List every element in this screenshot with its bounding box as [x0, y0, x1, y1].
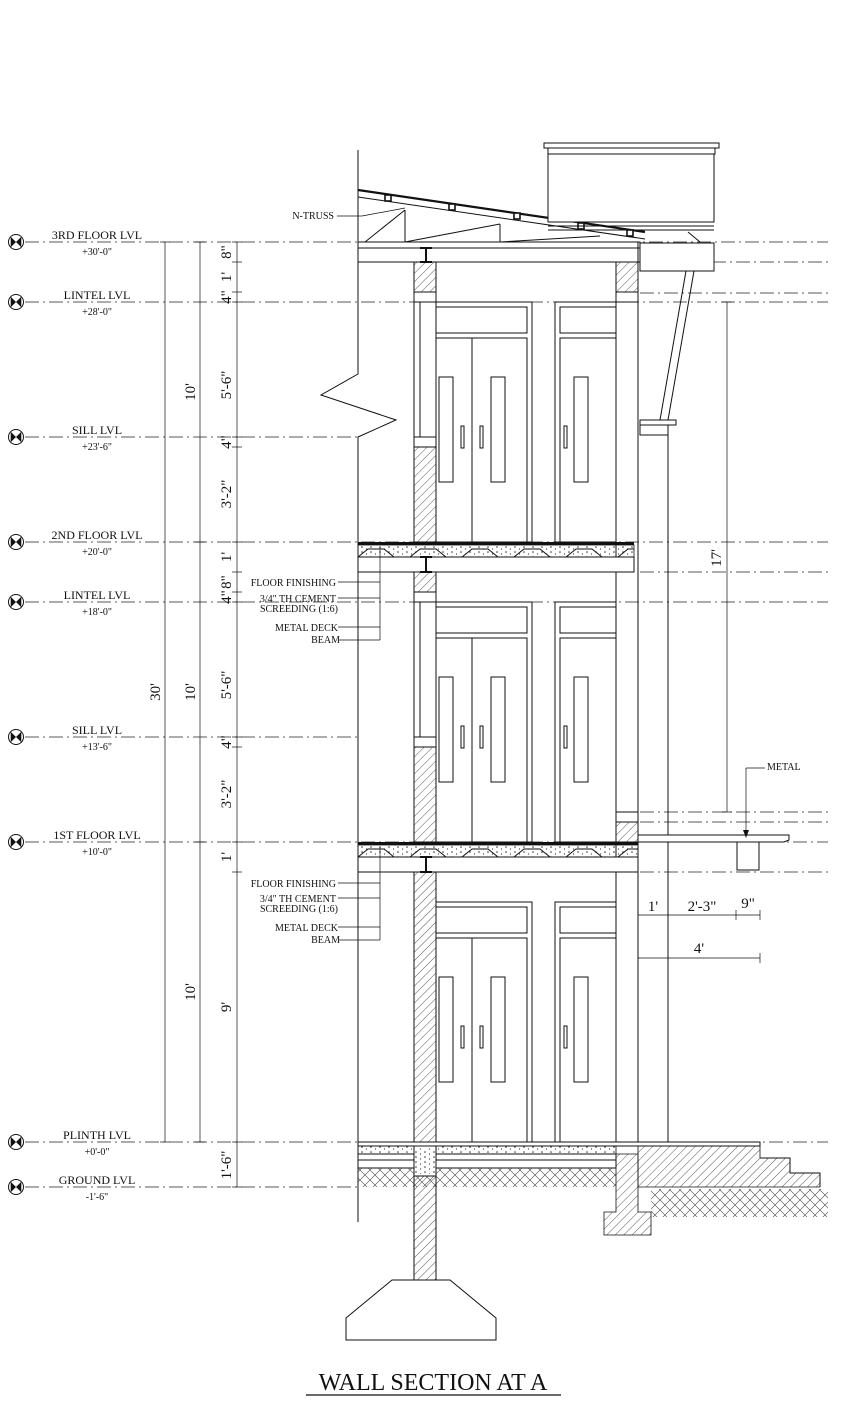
slab-annotations-upper: FLOOR FINISHING 3/4" TH CEMENT SCREEDING… [251, 547, 381, 646]
level-lines [25, 241, 828, 1188]
level-elevation: +28'-0" [82, 307, 112, 318]
level-elevation: +10'-0" [82, 847, 112, 858]
level-name: 3RD FLOOR LVL [52, 228, 142, 242]
roof-parapet [543, 142, 720, 436]
level-marker-ground: GROUND LVL -1'-6" [8, 1173, 136, 1203]
dim-floor-height-3: 10' [183, 383, 199, 401]
level-marker-sill-lower: SILL LVL +13'-6" [8, 723, 122, 753]
metal-label: METAL [767, 762, 801, 773]
level-marker-2nd-floor: 2ND FLOOR LVL +20'-0" [8, 528, 143, 558]
level-name: LINTEL LVL [64, 588, 131, 602]
dim-upper-5: 3'-2" [219, 480, 235, 509]
dim-upper-0: 8" [219, 245, 235, 259]
level-name: PLINTH LVL [63, 1128, 131, 1142]
layer-label: 3/4" TH CEMENT [260, 894, 336, 905]
dim-canopy-2: 9" [741, 896, 755, 912]
layer-label: METAL DECK [275, 623, 339, 634]
slab-2nd-floor [357, 542, 635, 573]
level-elevation: +0'-0" [85, 1147, 110, 1158]
layer-label: 3/4" TH CEMENT [260, 594, 336, 605]
level-name: SILL LVL [72, 423, 122, 437]
dim-lower-2: 1'-6" [219, 1151, 235, 1180]
level-markers: 3RD FLOOR LVL +30'-0" LINTEL LVL +28'-0"… [8, 228, 143, 1203]
dim-overall: 30' [148, 683, 164, 701]
level-marker-plinth: PLINTH LVL +0'-0" [8, 1128, 131, 1158]
level-name: GROUND LVL [59, 1173, 136, 1187]
dim-middle-2: 8" [219, 575, 235, 589]
dim-right-height: 17' [709, 549, 725, 567]
truss-label: N-TRUSS [292, 211, 334, 222]
dim-upper-4: 4" [219, 435, 235, 449]
dim-upper-2: 4" [219, 290, 235, 304]
slab-1st-floor [357, 842, 639, 873]
level-elevation: +13'-6" [82, 742, 112, 753]
dim-upper-3: 5'-6" [219, 371, 235, 400]
dim-floor-height-1: 10' [183, 983, 199, 1001]
level-marker-sill-upper: SILL LVL +23'-6" [8, 423, 122, 453]
layer-label: BEAM [311, 935, 340, 946]
foundation [345, 1141, 828, 1341]
level-name: 2ND FLOOR LVL [52, 528, 143, 542]
level-elevation: +23'-6" [82, 442, 112, 453]
layer-label: SCREEDING (1:6) [260, 904, 338, 915]
level-elevation: +20'-0" [82, 547, 112, 558]
canopy: METAL [637, 762, 801, 871]
dim-middle-4: 4" [219, 735, 235, 749]
dim-canopy-0: 1' [648, 899, 659, 915]
doors [435, 301, 617, 1143]
dim-middle-5: 3'-2" [219, 780, 235, 809]
slab-annotations-lower: FLOOR FINISHING 3/4" TH CEMENT SCREEDING… [251, 847, 381, 946]
layer-label: FLOOR FINISHING [251, 879, 336, 890]
dimension-chains: 30' 10' 10' 10' 8" [148, 241, 761, 1188]
level-name: SILL LVL [72, 723, 122, 737]
dim-canopy-1: 2'-3" [688, 899, 717, 915]
level-elevation: +30'-0" [82, 247, 112, 258]
layer-label: METAL DECK [275, 923, 339, 934]
level-marker-lintel-lower: LINTEL LVL +18'-0" [8, 588, 131, 618]
dim-lower-0: 1' [219, 852, 235, 863]
level-name: 1ST FLOOR LVL [53, 828, 140, 842]
layer-label: SCREEDING (1:6) [260, 604, 338, 615]
layer-label: FLOOR FINISHING [251, 578, 336, 589]
dim-middle-0: 1' [219, 552, 235, 563]
level-elevation: +18'-0" [82, 607, 112, 618]
level-marker-lintel-upper: LINTEL LVL +28'-0" [8, 288, 131, 318]
dim-upper-1: 1' [219, 272, 235, 283]
level-elevation: -1'-6" [86, 1192, 109, 1203]
dim-canopy-3: 4' [694, 941, 705, 957]
dim-middle-3: 5'-6" [219, 671, 235, 700]
building-section: N-TRUSS [251, 142, 828, 1341]
dim-middle-1: 4" [219, 590, 235, 604]
layer-label: BEAM [311, 635, 340, 646]
level-marker-3rd-floor: 3RD FLOOR LVL +30'-0" [8, 228, 142, 258]
level-marker-1st-floor: 1ST FLOOR LVL +10'-0" [8, 828, 141, 858]
drawing-title: WALL SECTION AT A [319, 1370, 548, 1396]
level-name: LINTEL LVL [64, 288, 131, 302]
dim-lower-1: 9' [219, 1002, 235, 1013]
dim-floor-height-2: 10' [183, 683, 199, 701]
